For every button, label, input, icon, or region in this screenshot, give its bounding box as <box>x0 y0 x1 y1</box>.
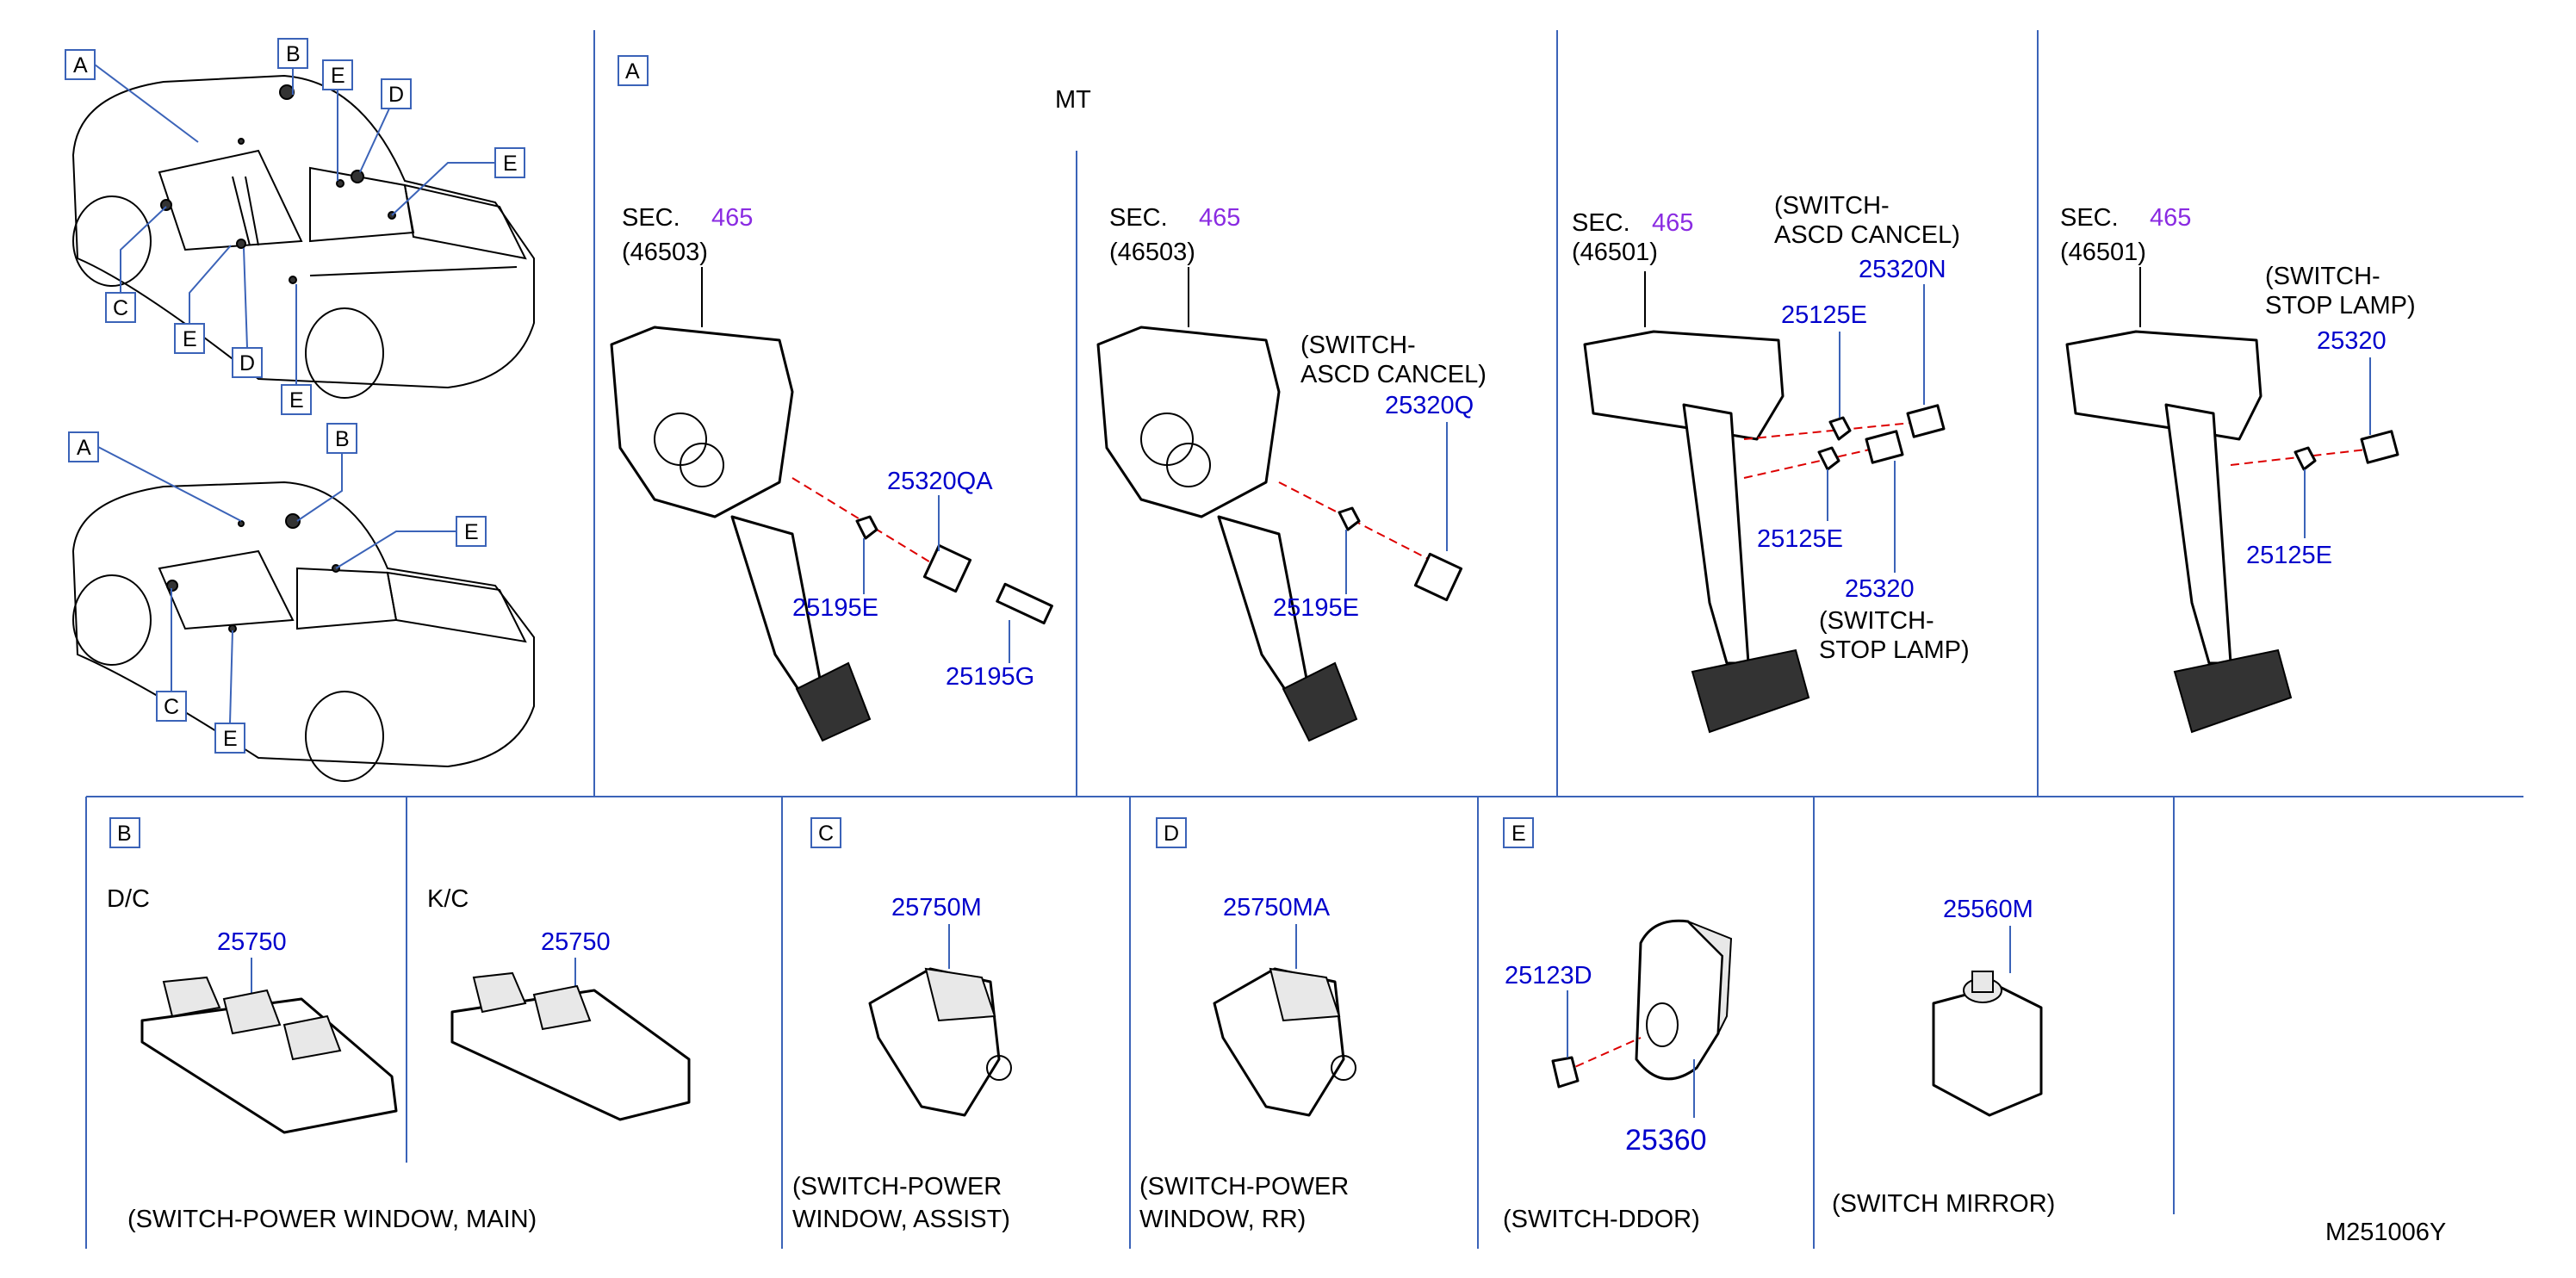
tag-box <box>65 49 96 80</box>
part-25750M: 25750M <box>891 894 982 921</box>
sec-sub: (46501) <box>1572 239 1658 266</box>
part-25125E: 25125E <box>1781 301 1867 329</box>
mt-label: MT <box>1055 86 1091 114</box>
sec-ref: 465 <box>1652 209 1693 237</box>
tag-label: E <box>331 64 345 88</box>
part-25320: 25320 <box>2317 327 2387 355</box>
caption-d-line2: WINDOW, RR) <box>1139 1206 1306 1233</box>
section-a-tag: A <box>625 59 640 84</box>
note-line1: (SWITCH- <box>2265 263 2380 290</box>
note-line1: (SWITCH- <box>1300 332 1416 359</box>
kc-label: K/C <box>427 885 469 913</box>
pedal-panel-1: SEC. 465 (46503) 25320QA 25195E 25195G <box>610 204 1053 742</box>
tag-label: E <box>223 727 238 751</box>
part-25125E: 25125E <box>2246 542 2332 569</box>
caption-mirror: (SWITCH MIRROR) <box>1832 1190 2055 1218</box>
vehicle-top-illustration <box>71 74 535 399</box>
caption-c-line1: (SWITCH-POWER <box>792 1173 1002 1200</box>
part-25560M: 25560M <box>1943 896 2033 923</box>
part-25320: 25320 <box>1845 575 1915 603</box>
part-25123D: 25123D <box>1505 962 1592 990</box>
tag-label: D <box>239 351 255 375</box>
sec-sub: (46503) <box>1109 239 1195 266</box>
section-e: E 25123D 25360 (SWITCH-DDOR) <box>1503 817 1733 1233</box>
caption-b: (SWITCH-POWER WINDOW, MAIN) <box>127 1206 537 1233</box>
tag-label: C <box>113 296 128 320</box>
caption-c-line2: WINDOW, ASSIST) <box>792 1206 1010 1233</box>
tag-label: E <box>464 520 479 544</box>
sec-label: SEC. <box>1572 209 1630 237</box>
sec-sub: (46503) <box>622 239 708 266</box>
section-d: D 25750MA (SWITCH-POWER WINDOW, RR) <box>1139 817 1356 1233</box>
part-25195E: 25195E <box>792 594 878 622</box>
tag-label: C <box>164 695 179 719</box>
section-d-tag: D <box>1164 822 1179 846</box>
section-b: B D/C K/C 25750 25750 (SWITCH-POWER WIND… <box>107 817 691 1233</box>
note-top-line2: ASCD CANCEL) <box>1774 221 1960 249</box>
vehicle-bottom-tags: A B E C E <box>68 423 487 754</box>
tag-label: E <box>503 152 518 176</box>
part-25360: 25360 <box>1625 1124 1707 1157</box>
tag-label: A <box>77 436 91 460</box>
pedal-panel-2: SEC. 465 (46503) (SWITCH- ASCD CANCEL) 2… <box>1096 204 1487 742</box>
pedal-panel-4: SEC. 465 (46501) (SWITCH- STOP LAMP) 253… <box>2060 204 2416 734</box>
part-25195G: 25195G <box>946 663 1034 691</box>
part-25320N: 25320N <box>1859 256 1946 283</box>
part-25320QA: 25320QA <box>887 468 993 495</box>
sec-ref: 465 <box>711 204 753 232</box>
part-25195E: 25195E <box>1273 594 1359 622</box>
section-mirror: 25560M (SWITCH MIRROR) <box>1832 896 2055 1218</box>
vehicle-top-tags: A B E D E C E D E <box>65 38 525 415</box>
section-a-header: A MT <box>618 55 1091 114</box>
sec-label: SEC. <box>2060 204 2119 232</box>
sec-ref: 465 <box>2150 204 2191 232</box>
sec-sub: (46501) <box>2060 239 2146 266</box>
note-top-line1: (SWITCH- <box>1774 192 1890 220</box>
sec-label: SEC. <box>1109 204 1168 232</box>
note-bot-line1: (SWITCH- <box>1819 607 1934 635</box>
pedal-panel-3: SEC. 465 (46501) (SWITCH- ASCD CANCEL) 2… <box>1572 192 1970 734</box>
part-25125E: 25125E <box>1757 525 1843 553</box>
caption-d-line1: (SWITCH-POWER <box>1139 1173 1349 1200</box>
note-line2: ASCD CANCEL) <box>1300 361 1487 388</box>
part-25750-dc: 25750 <box>217 928 287 956</box>
tag-label: D <box>388 83 404 107</box>
part-25320Q: 25320Q <box>1385 392 1474 419</box>
sec-ref: 465 <box>1199 204 1240 232</box>
section-c-tag: C <box>818 822 834 846</box>
section-b-tag: B <box>117 822 132 846</box>
tag-label: A <box>73 53 88 78</box>
dc-label: D/C <box>107 885 150 913</box>
note-line2: STOP LAMP) <box>2265 292 2416 320</box>
diagram-id: M251006Y <box>2325 1219 2446 1246</box>
tag-label: E <box>183 327 197 351</box>
part-25750MA: 25750MA <box>1223 894 1331 921</box>
tag-label: B <box>335 427 350 451</box>
tag-label: E <box>289 388 304 413</box>
tag-label: B <box>286 42 301 66</box>
frame-lines <box>85 30 2523 1249</box>
sec-label: SEC. <box>622 204 680 232</box>
part-25750-kc: 25750 <box>541 928 611 956</box>
section-e-tag: E <box>1511 822 1526 846</box>
note-bot-line2: STOP LAMP) <box>1819 636 1970 664</box>
caption-e: (SWITCH-DDOR) <box>1503 1206 1700 1233</box>
section-c: C 25750M (SWITCH-POWER WINDOW, ASSIST) <box>792 817 1012 1233</box>
